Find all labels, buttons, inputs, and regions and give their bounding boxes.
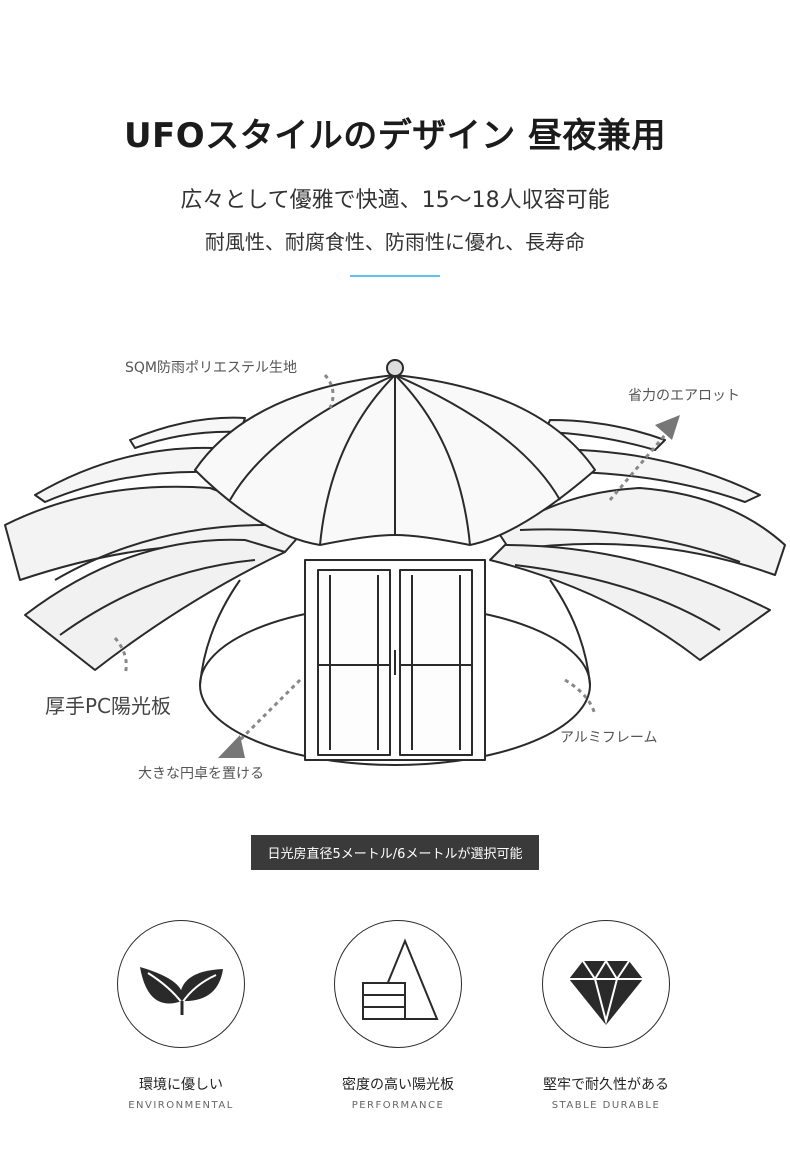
callout-fabric: SQM防雨ポリエステル生地: [125, 360, 297, 376]
feature-circle: [542, 920, 670, 1048]
feature-circle: [117, 920, 245, 1048]
feature-title: 堅牢で耐久性がある: [543, 1077, 669, 1093]
callout-table: 大きな円卓を置ける: [138, 766, 264, 782]
triangle-panel-icon: [362, 938, 439, 1020]
feature-subtitle: PERFORMANCE: [351, 1100, 445, 1111]
feature-circle: [334, 920, 462, 1048]
feature-performance: 密度の高い陽光板 PERFORMANCE: [298, 920, 498, 1111]
feature-subtitle: STABLE DURABLE: [551, 1100, 661, 1111]
feature-title: 密度の高い陽光板: [342, 1077, 454, 1093]
callout-pc-panel: 厚手PC陽光板: [45, 694, 172, 718]
page-title: UFOスタイルのデザイン 昼夜兼用: [123, 116, 667, 156]
feature-subtitle: ENVIRONMENTAL: [128, 1100, 234, 1111]
callout-frame: アルミフレーム: [560, 730, 658, 746]
diamond-icon: [569, 959, 643, 1025]
feature-durable: 堅牢で耐久性がある STABLE DURABLE: [506, 920, 706, 1111]
callout-vent: 省力のエアロット: [628, 388, 740, 404]
accent-divider: [350, 275, 440, 277]
size-banner: 日光房直径5メートル/6メートルが選択可能: [251, 835, 539, 870]
subtitle-durability: 耐風性、耐腐食性、防雨性に優れ、長寿命: [204, 230, 586, 254]
gazebo-illustration: [4, 359, 786, 766]
leaf-icon: [140, 967, 223, 1015]
subtitle-capacity: 広々として優雅で快適、15〜18人収容可能: [180, 188, 610, 213]
feature-title: 環境に優しい: [139, 1077, 223, 1093]
feature-environmental: 環境に優しい ENVIRONMENTAL: [81, 920, 281, 1111]
